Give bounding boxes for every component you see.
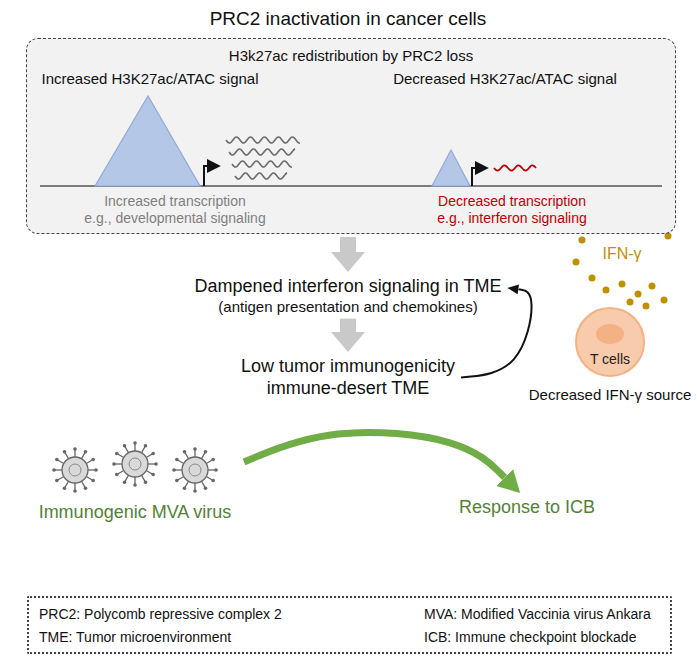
annotation-label: Decreased transcription [438, 193, 586, 210]
ifn-dot [627, 299, 634, 306]
node-text: T cells [525, 351, 695, 368]
virus-drawing [30, 440, 240, 500]
ifn-dot [603, 287, 610, 294]
annotation-label: e.g., developmental signaling [84, 210, 265, 227]
ifn-dot [619, 281, 626, 288]
virus-icon [112, 441, 158, 487]
outcome-text: Response to ICB [459, 497, 595, 519]
annotation-label: Decreased H3K27ac/ATAC signal [393, 70, 617, 88]
connector-arrow [340, 319, 356, 332]
ifn-dot [589, 275, 596, 282]
node-text: TME: Tumor microenvironment [39, 629, 231, 646]
ifn-dot [643, 303, 650, 310]
annotation-label: Increased transcription [104, 193, 246, 210]
transcript-wave [226, 137, 300, 143]
signal-peak [95, 96, 200, 186]
node-text: Decreased IFN-γ source [525, 386, 695, 404]
node-text: Immunogenic MVA virus [30, 502, 240, 524]
node-text: (antigen presentation and chemokines) [195, 298, 502, 316]
connector-arrow [340, 237, 356, 252]
annotation-label: e.g., interferon signaling [437, 210, 586, 227]
signal-peak [432, 150, 470, 186]
ifn-dot [661, 297, 668, 304]
ifn-dot [635, 291, 642, 298]
node-text: PRC2: Polycomb repressive complex 2 [39, 606, 282, 623]
panel-ground [26, 38, 676, 234]
transcript-wave [229, 149, 295, 155]
ifn-dot [573, 259, 580, 266]
process-text: Low tumor immunogenicityimmune-desert TM… [241, 356, 455, 399]
ifn-dot [579, 237, 586, 244]
tss-arrow [204, 166, 218, 186]
transcript-wave [232, 161, 292, 167]
cell-nucleus [596, 324, 624, 344]
dashed-panel: H3k27ac redistribution by PRC2 loss [26, 38, 676, 234]
node-text: Dampened interferon signaling in TME [195, 276, 502, 298]
virus-icon [172, 447, 218, 493]
node-text: ICB: Immune checkpoint blockade [424, 629, 636, 646]
diagram-title: PRC2 inactivation in cancer cells [210, 8, 487, 31]
node-text: Low tumor immunogenicity [241, 356, 455, 378]
node-text: MVA: Modified Vaccinia virus Ankara [424, 606, 651, 623]
node-text: immune-desert TME [241, 378, 455, 400]
t-cell: T cellsDecreased IFN-γ source [525, 300, 695, 410]
connector-arrow [244, 432, 505, 477]
annotation-label: Increased H3K27ac/ATAC signal [41, 70, 258, 88]
mva-virus: Immunogenic MVA virus [30, 440, 240, 526]
transcript-wave [235, 173, 287, 179]
cell-drawing [525, 300, 695, 380]
tss-arrow [472, 168, 486, 186]
node-text: Response to ICB [459, 497, 595, 519]
annotation-label: IFN-γ [602, 244, 641, 263]
virus-icon [52, 447, 98, 493]
abbreviation-box: PRC2: Polycomb repressive complex 2 MVA: … [27, 596, 672, 654]
ifn-dot [649, 283, 656, 290]
node-text: H3k27ac redistribution by PRC2 loss [27, 47, 675, 65]
process-text: Dampened interferon signaling in TME(ant… [195, 276, 502, 316]
transcript-wave [494, 165, 536, 170]
